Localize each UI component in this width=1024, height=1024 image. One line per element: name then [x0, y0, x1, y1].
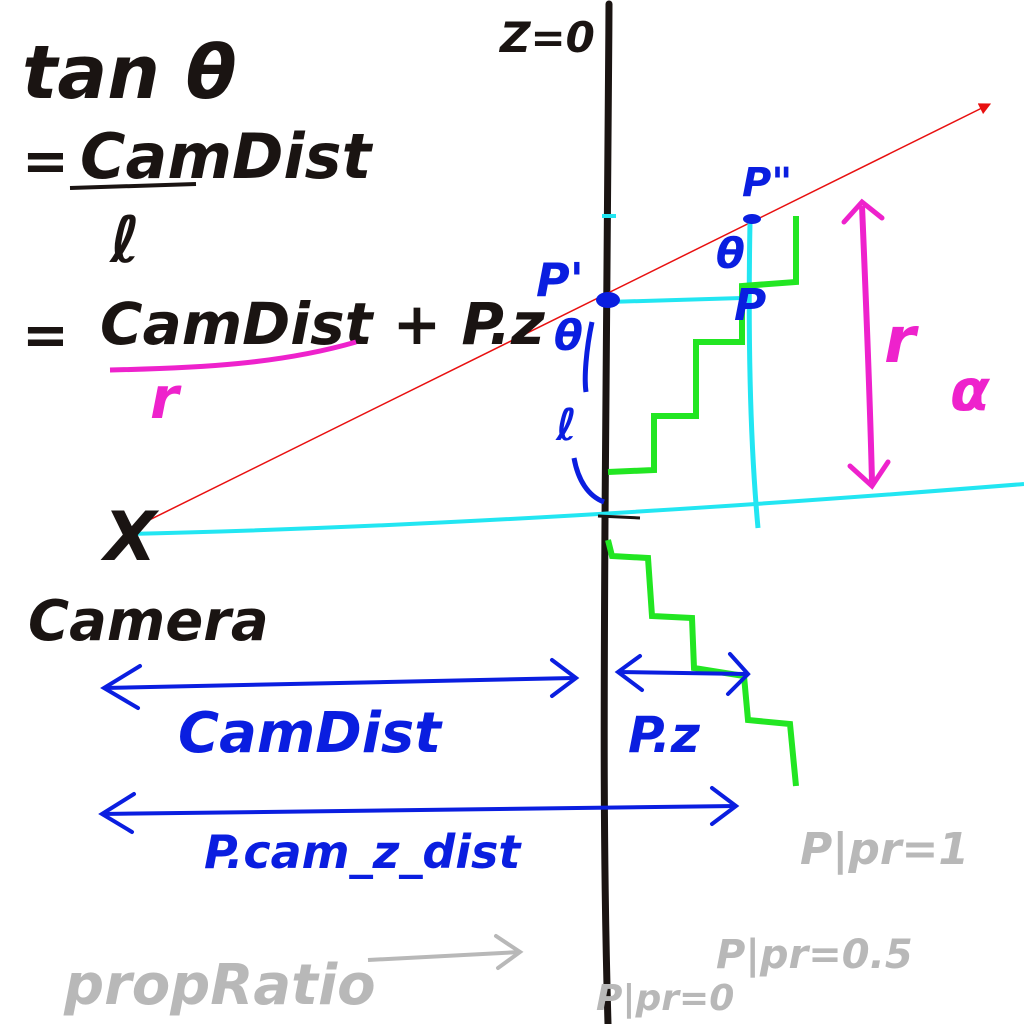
formula-fraction-bar-2 [109, 339, 357, 373]
prop-ratio-arrow [367, 950, 521, 962]
gray-p-pr05-label: P|pr=0.5 [716, 932, 913, 979]
p-double-prime-vertical-line [746, 221, 761, 529]
camdist-arrowhead-left [100, 664, 142, 710]
p-cam-z-dist-arrowhead-right [710, 786, 740, 826]
p-prime-point [596, 292, 620, 308]
formula-tan-theta: tan θ [22, 30, 237, 116]
formula-denominator-1: ℓ [109, 204, 140, 278]
p-z-arrowhead-left [614, 654, 644, 692]
alpha-label: α [950, 356, 991, 424]
formula-fraction-bar-1 [69, 182, 197, 190]
camdist-label: CamDist [178, 701, 443, 766]
l-segment-lower [571, 457, 606, 505]
theta-upper-label: θ [716, 229, 745, 278]
formula-numerator-1: CamDist [80, 120, 374, 193]
surface-staircase-lower [605, 539, 799, 787]
z-plane-tick-mark [597, 514, 641, 520]
p-double-prime-label: P" [742, 160, 792, 206]
z-plane-line [600, 0, 613, 1024]
formula-denominator-2: r [150, 364, 182, 432]
camdist-arrowhead-right [550, 658, 580, 698]
formula-equals-2: = [22, 303, 69, 368]
formula-equals-1: = [22, 129, 69, 194]
optical-axis-line [124, 482, 1024, 536]
prop-ratio-label: propRatio [63, 953, 376, 1018]
l-segment-upper [582, 321, 595, 393]
p-point-label: P [734, 280, 766, 331]
theta-lower-label: θ [554, 311, 583, 360]
gray-p-pr1-label: P|pr=1 [800, 824, 969, 875]
l-mark-label: ℓ [555, 400, 577, 451]
p-cam-z-dist-label: P.cam_z_dist [204, 825, 522, 879]
p-cam-z-dist-dimension-arrow [101, 804, 737, 816]
p-z-dimension-arrow [617, 670, 747, 676]
camdist-dimension-arrow [103, 676, 575, 690]
r-double-arrow [859, 205, 875, 483]
r-arrow-head-bottom [847, 459, 891, 490]
p-z-arrowhead-right [726, 652, 751, 696]
gray-p-pr0-label: P|pr=0 [596, 978, 734, 1019]
formula-numerator-2: CamDist + P.z [100, 290, 545, 358]
z-plane-label: Z=0 [498, 13, 595, 62]
p-double-prime-point [743, 214, 761, 224]
camera-label: Camera [28, 589, 269, 654]
p-z-label: P.z [628, 706, 701, 764]
camera-mark: X [100, 498, 160, 577]
r-arrow-head-top [841, 198, 885, 225]
p-projection-line [607, 296, 743, 304]
r-side-label: r [884, 304, 919, 378]
p-cam-z-dist-arrowhead-left [98, 792, 136, 834]
camera-ray-line [124, 103, 992, 533]
surface-staircase-upper [607, 216, 799, 475]
p-prime-label: P' [536, 253, 584, 307]
prop-ratio-arrowhead [494, 934, 524, 970]
